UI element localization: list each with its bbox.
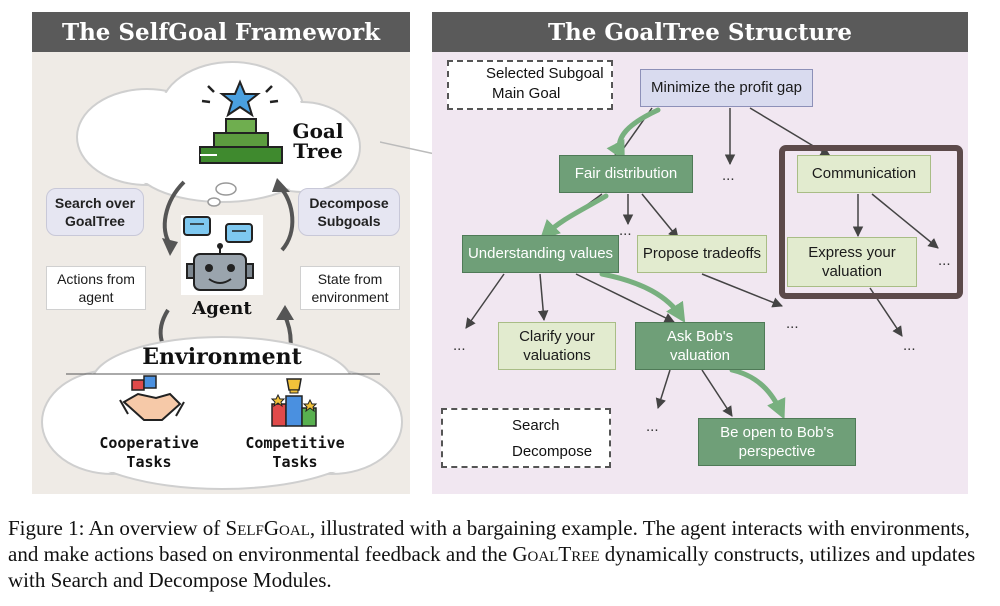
caption-middle: , illustrated with a bargaining example.…: [8, 516, 970, 566]
caption-suffix: dynamically constructs, utilizes and upd…: [8, 542, 976, 592]
ellipsis: ...: [903, 337, 916, 354]
search-over-goaltree-box: Search over GoalTree: [46, 188, 144, 236]
goaltree-panel-title: The GoalTree Structure: [432, 12, 968, 52]
goal-tree-icon: [199, 79, 283, 164]
caption-prefix: Figure 1: An overview of: [8, 516, 226, 540]
actions-from-agent-box: Actions from agent: [46, 266, 146, 310]
legend-main-label: Main Goal: [492, 85, 561, 102]
caption-goaltree: GoalTree: [512, 542, 600, 566]
legend-node-types: [447, 60, 613, 110]
legend-selected-label: Selected Subgoal: [486, 65, 604, 82]
figure-caption: Figure 1: An overview of SelfGoal, illus…: [8, 515, 998, 593]
podium-icon: [270, 378, 318, 427]
state-from-environment-box: State from environment: [300, 266, 400, 310]
ellipsis: ...: [786, 315, 799, 332]
caption-selfgoal: SelfGoal: [225, 516, 310, 540]
selfgoal-diagram: [41, 61, 403, 490]
environment-label: Environment: [142, 344, 302, 370]
decompose-frame: [779, 145, 963, 299]
agent-label: Agent: [192, 298, 252, 319]
goal-tree-label-line1: Goal: [292, 119, 344, 143]
node-fair-distribution: Fair distribution: [559, 155, 693, 193]
handshake-icon: [119, 375, 185, 421]
node-express-valuation: Express your valuation: [787, 237, 917, 287]
legend-modules: [441, 408, 611, 468]
node-clarify-valuations: Clarify your valuations: [498, 322, 616, 370]
legend-search-label: Search: [512, 417, 560, 434]
agent-robot-icon: [181, 215, 263, 295]
legend-decompose-label: Decompose: [512, 443, 593, 460]
goal-tree-label-line2: Tree: [293, 139, 343, 163]
ellipsis: ...: [722, 167, 735, 184]
ellipsis: ...: [646, 418, 659, 435]
decompose-subgoals-box: Decompose Subgoals: [298, 188, 400, 236]
node-propose-tradeoffs: Propose tradeoffs: [637, 235, 767, 273]
panel-connector: [380, 141, 436, 155]
thought-bubble: [215, 182, 237, 196]
goal-tree-label: Goal Tree: [292, 121, 344, 161]
node-understanding-values: Understanding values: [462, 235, 619, 273]
node-open-to-bob: Be open to Bob's perspective: [698, 418, 856, 466]
selfgoal-panel-title: The SelfGoal Framework: [32, 12, 410, 52]
ellipsis: ...: [619, 222, 632, 239]
ellipsis: ...: [453, 337, 466, 354]
competitive-tasks-label: Competitive Tasks: [245, 434, 345, 471]
node-communication: Communication: [797, 155, 931, 193]
node-root-goal: Minimize the profit gap: [640, 69, 813, 107]
ellipsis: ...: [938, 252, 951, 269]
cooperative-tasks-label: Cooperative Tasks: [99, 434, 199, 471]
node-ask-bob: Ask Bob's valuation: [635, 322, 765, 370]
